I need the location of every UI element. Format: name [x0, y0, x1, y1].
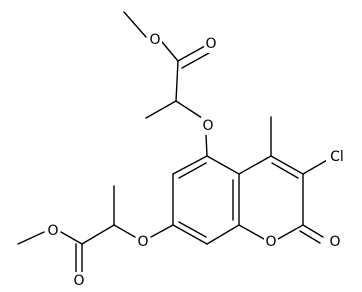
bond-top-o-to-carbonyl-c: [161, 41, 179, 62]
o-ether-7: O: [136, 233, 150, 251]
bond-c4-c3-inner: [271, 162, 299, 179]
o-ester-bottom-methoxy-label: O: [47, 223, 58, 239]
bonds: [17, 11, 330, 278]
bond-c8a-c8: [206, 224, 240, 245]
o-ester-top-methoxy: O: [148, 31, 162, 49]
bond-c2-carbonyl-double-b: [299, 230, 321, 244]
o-ester-top-carbonyl-label: O: [205, 36, 216, 52]
o-ester-top-methoxy-label: O: [149, 32, 160, 48]
bond-c4-c3-outer: [270, 155, 304, 175]
o-ether-5-label: O: [202, 118, 213, 134]
o-ring: O: [264, 233, 278, 251]
bond-c2-carbonyl-double-a: [302, 224, 324, 238]
o-ring-label: O: [265, 234, 276, 250]
bond-c4a-c4: [238, 155, 272, 175]
bond-top-carbonyl-to-ch: [175, 60, 179, 102]
o-ester-top-carbonyl: O: [204, 35, 218, 53]
o-lactone-carbonyl-label: O: [329, 234, 340, 250]
bond-o1-c8a: [238, 224, 265, 240]
bond-c5-c4a: [206, 155, 240, 175]
bond-top-ch-to-o-ether: [175, 100, 203, 119]
bond-c6-c5-outer: [172, 155, 208, 175]
bond-top-ch-to-methyl: [145, 100, 177, 119]
o-ester-bottom-carbonyl: O: [72, 272, 86, 290]
o-ester-bottom-carbonyl-label: O: [73, 273, 84, 289]
bond-c8-c7-outer: [172, 224, 208, 245]
bond-top-carbonyl-double-b: [181, 52, 210, 69]
o-ether-7-label: O: [137, 234, 148, 250]
bond-c2-o1: [277, 224, 304, 240]
bond-bottom-ch-to-carbonyl-c: [81, 224, 115, 245]
bond-bottom-carbonyl-to-o: [60, 231, 83, 245]
o-ester-bottom-methoxy: O: [46, 222, 60, 240]
bond-top-methyl-to-o: [123, 11, 147, 38]
chlorine-label: Cl: [330, 149, 344, 165]
bond-bottom-o-to-methyl: [17, 231, 45, 245]
o-ether-5: O: [201, 117, 215, 135]
bond-o-ether-to-c5: [205, 133, 208, 157]
bond-c6-c5-inner: [178, 162, 207, 179]
bond-c7-o-ether: [150, 224, 174, 238]
bond-o-ether-to-ch: [113, 224, 136, 238]
bond-c3-cl: [302, 158, 330, 175]
atom-labels: O O O Cl O O O O: [46, 31, 348, 290]
bond-c8-c7-inner: [178, 221, 207, 238]
chlorine: Cl: [326, 148, 348, 166]
o-lactone-carbonyl: O: [328, 233, 342, 251]
bond-top-carbonyl-double-a: [177, 45, 206, 62]
